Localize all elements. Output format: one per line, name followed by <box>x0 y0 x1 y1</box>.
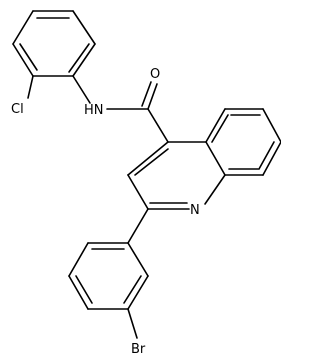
bond <box>205 141 226 176</box>
bond <box>68 242 89 277</box>
bromophenyl-ring <box>68 242 149 310</box>
ring-nitrogen-label: N <box>190 203 200 218</box>
double-bond-inner <box>211 114 229 143</box>
bond-c-o <box>147 83 158 110</box>
bond <box>127 275 149 310</box>
chlorine-label: Cl <box>11 102 24 117</box>
molecule-drawing: Cl HN O N Br <box>11 10 281 357</box>
bond <box>262 108 281 143</box>
bond <box>204 174 226 205</box>
bond <box>12 43 34 77</box>
double-bond-inner <box>68 43 90 73</box>
carbonyl-oxygen-label: O <box>150 67 160 82</box>
bond-c2-aryl <box>127 208 149 244</box>
bond-c-cl <box>27 75 34 99</box>
chlorophenyl-ring <box>12 10 96 77</box>
double-bond-inner <box>258 141 275 170</box>
double-bond-inner <box>123 275 142 304</box>
quinoline-benzo-ring <box>205 108 281 176</box>
bond-aryl-n <box>72 75 91 104</box>
bond <box>68 275 89 310</box>
bond <box>127 141 169 176</box>
double-bond-inner <box>134 148 169 176</box>
bond <box>205 108 226 143</box>
bond <box>72 43 96 77</box>
bond <box>12 10 34 45</box>
bond <box>262 141 281 176</box>
quinoline-pyridine-ring <box>127 141 226 210</box>
bond-carbonyl-c4 <box>147 108 169 143</box>
amide-nh-label: HN <box>84 103 104 118</box>
bond <box>127 242 149 277</box>
bond-c-br <box>127 308 138 339</box>
bond <box>127 174 149 210</box>
double-bond-inner <box>19 43 38 71</box>
double-bond-inner <box>75 275 93 304</box>
bond-c-o-double <box>141 81 152 107</box>
bond <box>72 10 96 45</box>
bromine-label: Br <box>131 342 146 357</box>
structure-diagram: Cl HN O N Br <box>11 10 281 357</box>
